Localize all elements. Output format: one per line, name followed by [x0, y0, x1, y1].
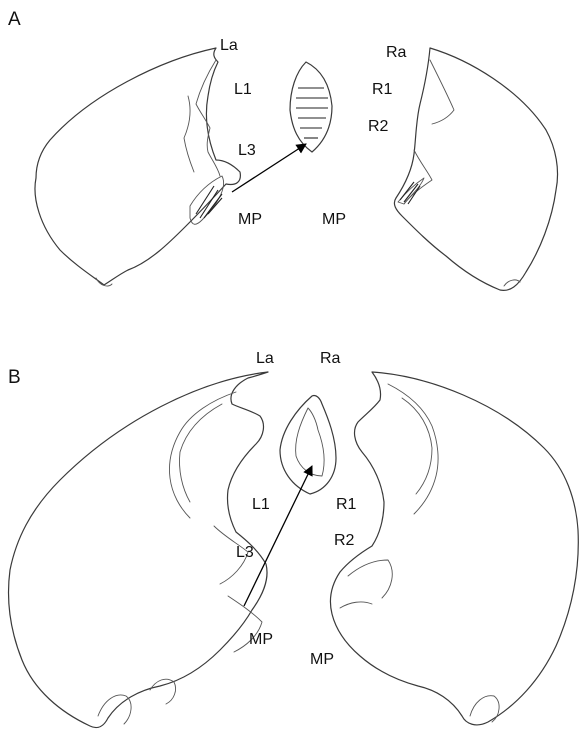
label-la-a: La	[220, 38, 238, 54]
label-r2-b: R2	[334, 533, 354, 549]
label-mp-left-a: MP	[238, 212, 262, 228]
panel-b-left-mandible	[9, 372, 269, 728]
panel-a-detail	[290, 62, 332, 152]
label-l1-a: L1	[234, 82, 252, 98]
panel-a-right-mandible	[394, 48, 557, 290]
label-mp-right-a: MP	[322, 212, 346, 228]
label-r2-a: R2	[368, 119, 388, 135]
label-ra-b: Ra	[320, 351, 340, 367]
label-la-b: La	[256, 351, 274, 367]
panel-b-detail	[280, 395, 336, 494]
panel-a-left-mandible	[35, 48, 240, 286]
label-l3-a: L3	[238, 143, 256, 159]
panel-a-label: A	[8, 10, 21, 29]
label-mp-left-b: MP	[249, 632, 273, 648]
label-r1-a: R1	[372, 82, 392, 98]
label-mp-right-b: MP	[310, 652, 334, 668]
panel-b-arrow	[244, 466, 312, 606]
label-l1-b: L1	[252, 497, 270, 513]
panel-b-right-mandible	[330, 372, 578, 725]
label-l3-b: L3	[236, 545, 254, 561]
panel-b-label: B	[8, 368, 21, 387]
label-r1-b: R1	[336, 497, 356, 513]
label-ra-a: Ra	[386, 45, 406, 61]
